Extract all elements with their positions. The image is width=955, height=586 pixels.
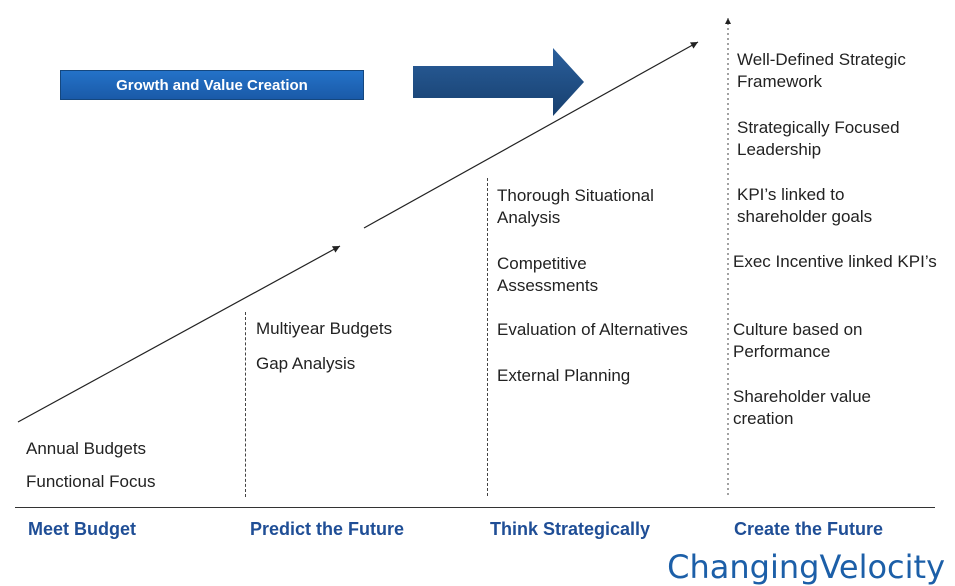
- stage1-item-2: Functional Focus: [26, 472, 156, 491]
- stage-label-meet-budget: Meet Budget: [28, 519, 136, 539]
- stage-label-predict-future: Predict the Future: [250, 519, 405, 539]
- stage4-item-6: Shareholder value creation: [733, 387, 871, 428]
- stage3-item-2: Competitive Assessments: [497, 254, 599, 295]
- stage4-item-5: Culture based on Performance: [733, 320, 863, 361]
- trend-line-lower: [17, 245, 341, 423]
- trend-line-upper: [363, 41, 699, 229]
- stage3-item-4: External Planning: [497, 366, 631, 385]
- stage4-item-4: Exec Incentive linked KPI’s: [733, 252, 937, 271]
- changingvelocity-logo: ChangingVelocity: [667, 548, 945, 586]
- stage3-item-3: Evaluation of Alternatives: [497, 320, 688, 339]
- growth-banner-label: Growth and Value Creation: [116, 76, 308, 94]
- stage1-item-1: Annual Budgets: [26, 439, 147, 458]
- baseline: [15, 507, 935, 508]
- divider-stage-2: [245, 312, 246, 497]
- stage4-item-2: Strategically Focused Leadership: [737, 118, 900, 159]
- stage4-item-1: Well-Defined Strategic Framework: [737, 50, 906, 91]
- divider-stage-3: [487, 178, 488, 496]
- stage2-item-1: Multiyear Budgets: [256, 319, 393, 338]
- big-arrow: [413, 48, 584, 116]
- stage-label-create-future: Create the Future: [734, 519, 884, 539]
- growth-banner: Growth and Value Creation: [60, 70, 364, 100]
- stage4-item-3: KPI’s linked to shareholder goals: [737, 185, 873, 226]
- stage2-item-2: Gap Analysis: [256, 354, 356, 373]
- stage-label-think-strategically: Think Strategically: [490, 519, 651, 539]
- stage3-item-1: Thorough Situational Analysis: [497, 186, 654, 227]
